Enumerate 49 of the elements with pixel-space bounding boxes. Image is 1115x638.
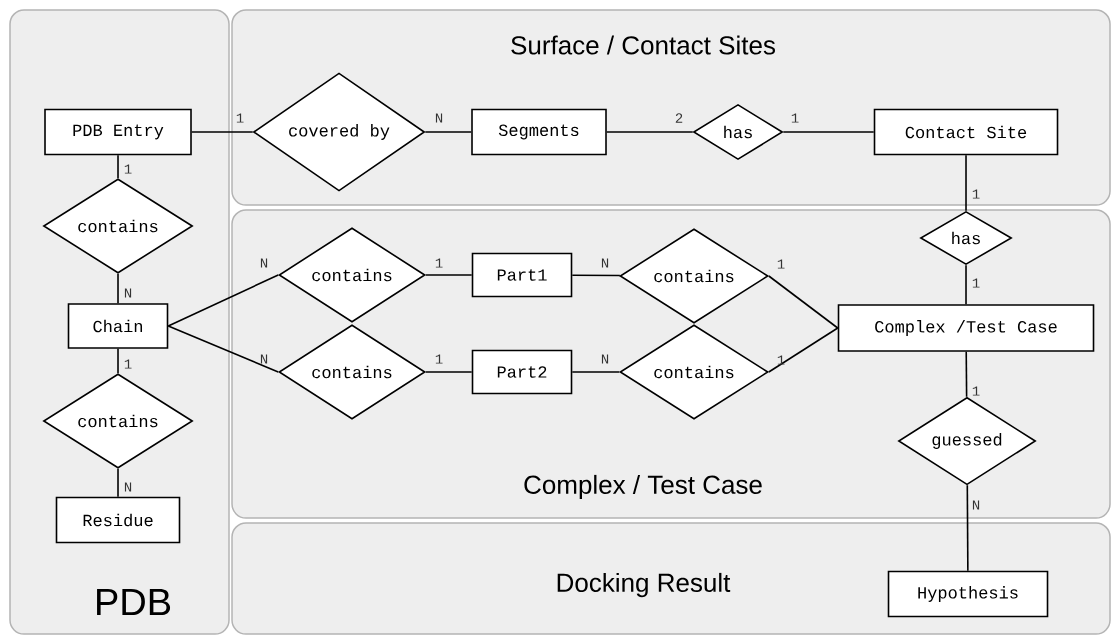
cardinality-label: 1 <box>777 355 785 365</box>
connector-line <box>571 274 621 277</box>
entity-box: Part1 <box>471 252 573 298</box>
connector-line <box>768 275 839 329</box>
cardinality-label: 1 <box>124 359 132 369</box>
connector-line <box>117 468 119 498</box>
cardinality-label: 2 <box>675 113 683 123</box>
cardinality-label: N <box>601 354 609 364</box>
cardinality-label: N <box>124 288 132 298</box>
connector-line <box>965 351 968 398</box>
entity-box: Hypothesis <box>887 570 1049 618</box>
entity-box: Segments <box>471 108 607 156</box>
entity-box: Contact Site <box>873 108 1059 156</box>
connector-line <box>167 325 279 373</box>
cardinality-label: N <box>972 500 980 510</box>
connector-line <box>117 348 119 374</box>
entity-box: Part2 <box>471 349 573 395</box>
cardinality-label: N <box>435 113 443 123</box>
cardinality-label: N <box>601 258 609 268</box>
connector-line <box>117 273 119 304</box>
connector-line <box>965 154 967 212</box>
cardinality-label: 1 <box>124 164 132 174</box>
cardinality-label: 1 <box>972 278 980 288</box>
entity-box: Residue <box>55 496 181 544</box>
cardinality-label: N <box>124 482 132 492</box>
connector-line <box>965 264 967 305</box>
connector-line <box>606 131 694 133</box>
connector-line <box>191 131 254 133</box>
cardinality-label: 1 <box>435 354 443 364</box>
connector-line <box>782 131 875 133</box>
cardinality-label: 1 <box>435 258 443 268</box>
entity-box: Chain <box>67 303 169 349</box>
connector-line <box>117 154 119 179</box>
connector-line <box>167 274 279 327</box>
entity-box: Complex /Test Case <box>837 304 1095 352</box>
cardinality-label: N <box>260 354 268 364</box>
cardinality-label: 1 <box>972 386 980 396</box>
connector-line <box>425 274 473 276</box>
connector-line <box>424 131 472 133</box>
cardinality-label: 1 <box>972 189 980 199</box>
cardinality-label: 1 <box>791 113 799 123</box>
cardinality-label: N <box>260 258 268 268</box>
connector-line <box>571 371 620 373</box>
entity-box: PDB Entry <box>44 108 192 156</box>
cardinality-label: 1 <box>777 259 785 269</box>
connector-line <box>768 327 839 373</box>
connector-line <box>425 371 473 373</box>
cardinality-label: 1 <box>236 113 244 123</box>
connector-line <box>966 484 969 572</box>
